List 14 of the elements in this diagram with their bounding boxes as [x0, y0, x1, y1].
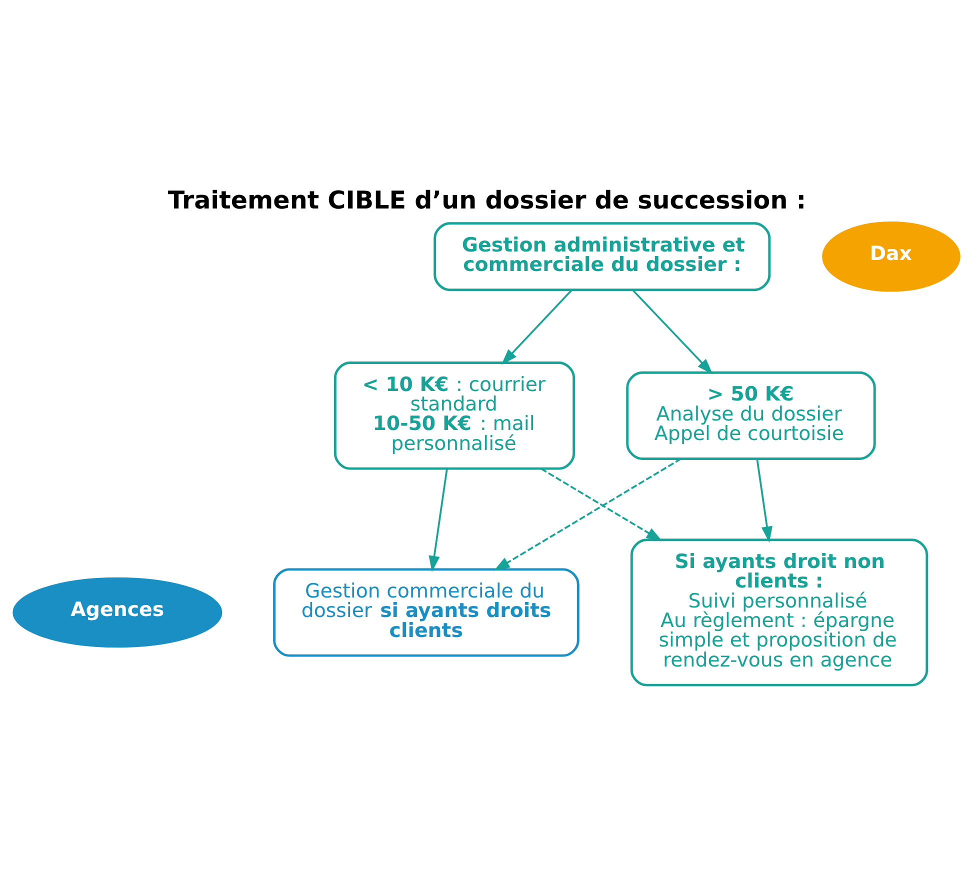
node-box: Gestion commerciale du dossier si ayants droits clients [273, 568, 580, 656]
node-box: Gestion administrative et commerciale du dossier : [434, 222, 771, 291]
node-box: Si ayants droit non clients : Suivi personnalisé Au règlement : épargne simple et proposition de rendez-vous en agence [630, 538, 928, 686]
diagram-title: Traitement CIBLE d’un dossier de succession : [168, 184, 806, 214]
arrow [540, 467, 662, 541]
arrow [632, 288, 713, 374]
arrow [494, 458, 682, 570]
arrow [501, 288, 573, 364]
node-box: < 10 K€ : courrier standard 10-50 K€ : mail personnalisé [334, 361, 576, 470]
arrow [756, 458, 772, 542]
node-ellipse: Dax [822, 220, 960, 292]
arrow [428, 468, 448, 572]
node-ellipse: Agences [12, 576, 222, 648]
node-box: > 50 K€ Analyse du dossier Appel de courtoisie [626, 370, 876, 460]
